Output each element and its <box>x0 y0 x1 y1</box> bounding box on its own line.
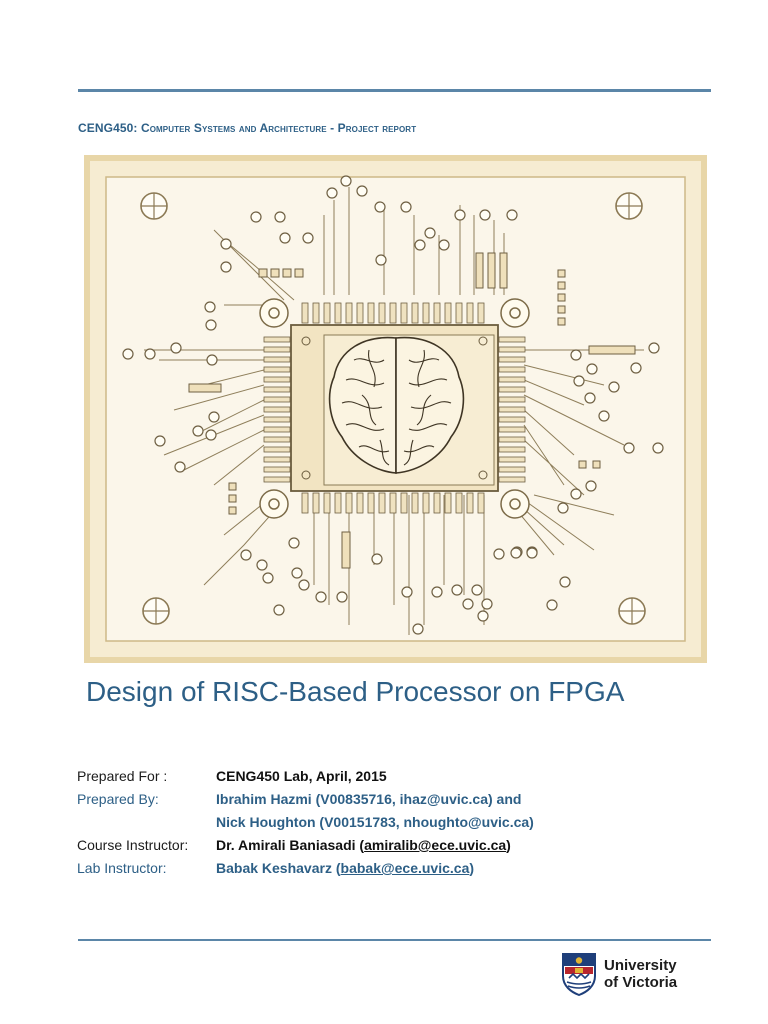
course-subtitle: Computer Systems and Architecture - Proj… <box>140 121 417 135</box>
brain-icon <box>328 336 465 474</box>
component-pads <box>122 175 664 635</box>
prepared-by-label: Prepared By: <box>77 791 159 807</box>
course-instructor-label: Course Instructor: <box>77 837 189 853</box>
prepared-for-label: Prepared For : <box>77 768 168 784</box>
brain-folds <box>341 349 452 466</box>
university-name-line1: University <box>604 957 677 974</box>
lab-instructor-label: Lab Instructor: <box>77 860 167 876</box>
prepared-by-value-line1: Ibrahim Hazmi (V00835716, ihaz@uvic.ca) … <box>216 791 522 807</box>
course-instructor-close: ) <box>506 837 511 853</box>
lab-instructor-email-link[interactable]: babak@ece.uvic.ca <box>340 860 470 876</box>
course-instructor-value: Dr. Amirali Baniasadi (amiralib@ece.uvic… <box>216 837 511 853</box>
lab-instructor-close: ) <box>469 860 475 876</box>
traces <box>144 187 644 635</box>
circuit-board-brain-chip-icon <box>84 155 707 663</box>
document-title: Design of RISC-Based Processor on FPGA <box>86 676 625 707</box>
lab-instructor-name: Babak Keshavarz ( <box>216 860 341 876</box>
prepared-by-value-line2: Nick Houghton (V00151783, nhoughto@uvic.… <box>216 814 534 830</box>
chip-pins <box>263 302 526 514</box>
course-instructor-name: Dr. Amirali Baniasadi ( <box>216 837 365 853</box>
capacitors <box>188 252 636 569</box>
chip-corner-marks <box>301 336 488 480</box>
mounting-holes <box>140 192 646 625</box>
university-name-line2: of Victoria <box>604 974 678 991</box>
bottom-rule <box>78 939 711 941</box>
course-instructor-email-link[interactable]: amiralib@ece.uvic.ca <box>364 837 507 853</box>
course-heading: CENG450: Computer Systems and Architectu… <box>78 121 416 135</box>
chip-mount-pads <box>259 298 530 519</box>
university-shield-icon <box>562 953 596 996</box>
course-code: CENG450: <box>78 121 138 135</box>
university-name: University of Victoria <box>604 957 677 991</box>
university-logo: University of Victoria <box>561 952 677 996</box>
lab-instructor-value: Babak Keshavarz (babak@ece.uvic.ca) <box>216 860 474 876</box>
top-rule <box>78 89 711 92</box>
prepared-for-value: CENG450 Lab, April, 2015 <box>216 768 387 784</box>
